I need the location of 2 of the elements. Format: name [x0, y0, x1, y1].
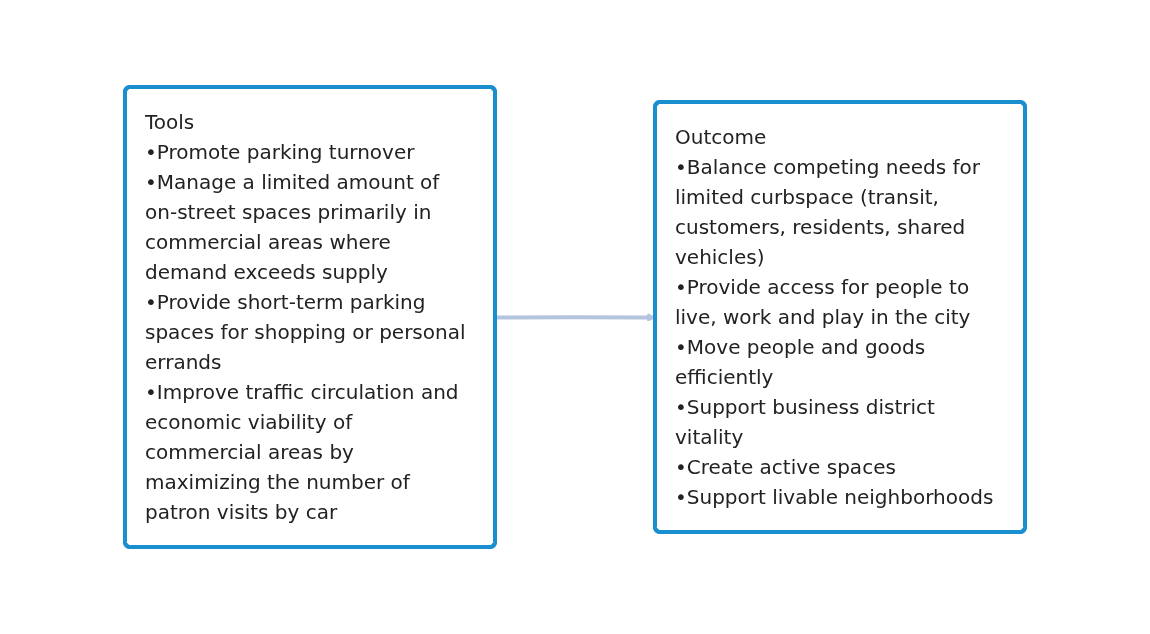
node-text: Outcome •Balance competing needs for limited curbspace (transit, customers, residents, shared vehicles) •Provide access for people to live, work and play in the city •Move people and goods efficiently •Support business district vitality •Create active spaces •Support livable neighborhoods — [675, 125, 994, 509]
node-text: Tools •Promote parking turnover •Manage a limited amount of on-street spaces primarily in commercial areas where demand exceeds supply •Provide short-term parking spaces for shopping or personal errands •Improve traffic circulation and economic viability of commercial areas by maximizing the number of patron visits by car — [145, 110, 466, 524]
